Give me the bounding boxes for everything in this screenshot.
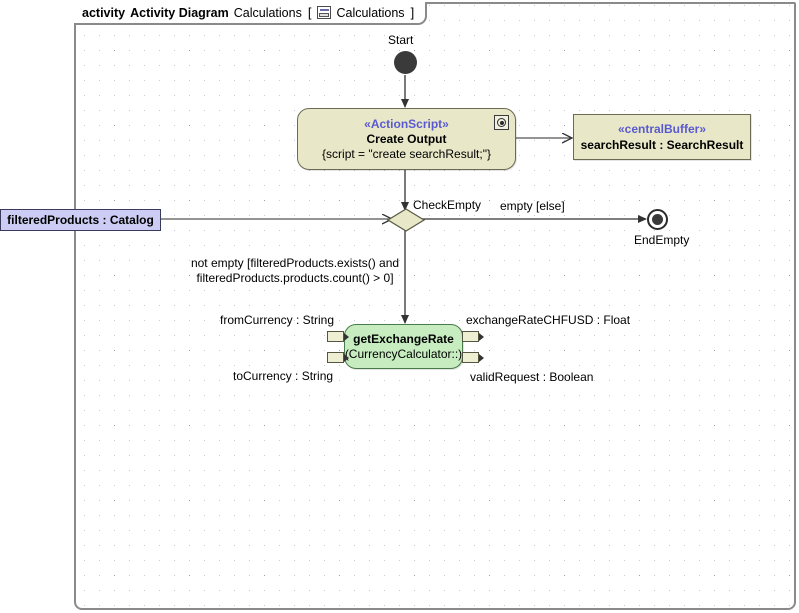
output-pin-valid-request-arrow [479,353,484,362]
decision-node-check-empty[interactable] [386,208,426,237]
input-pin-to-currency[interactable] [327,352,344,363]
start-node-label: Start [388,33,414,47]
pin-label-valid-request: validRequest : Boolean [470,370,594,384]
output-pin-valid-request[interactable] [462,352,479,363]
frame-diagram-name: Calculations [233,5,302,20]
diagram-frame [74,2,796,610]
filtered-products-name: filteredProducts : Catalog [7,213,154,227]
script-badge-icon [494,115,509,130]
start-node[interactable] [394,51,417,74]
decision-label-check-empty: CheckEmpty [413,198,482,212]
activity-final-node-end-empty[interactable] [647,209,668,230]
call-behavior-action-get-exchange-rate[interactable]: getExchangeRate (CurrencyCalculator::) [344,324,463,369]
guard-not-empty: not empty [filteredProducts.exists() and… [185,256,405,286]
model-diagram-icon [317,6,332,19]
output-pin-exchange-rate[interactable] [462,331,479,342]
frame-bracket-close: ] [410,5,415,20]
input-pin-from-currency[interactable] [327,331,344,342]
central-buffer-stereotype: «centralBuffer» [617,121,707,136]
input-pin-from-currency-arrow [344,332,349,341]
central-buffer-name: searchResult : SearchResult [580,137,744,152]
guard-empty-else: empty [else] [500,199,565,213]
frame-diagram-type: Activity Diagram [130,5,229,20]
central-buffer-node[interactable]: «centralBuffer» searchResult : SearchRes… [573,114,751,160]
create-output-stereotype: «ActionScript» [364,116,449,131]
guard-not-empty-line1: not empty [filteredProducts.exists() and [190,256,400,270]
pin-label-exchange-rate: exchangeRateCHFUSD : Float [466,313,631,327]
guard-not-empty-line2: filteredProducts.products.count() > 0] [196,271,394,285]
frame-keyword: activity [82,5,126,20]
frame-context-name: Calculations [336,5,405,20]
create-output-name: Create Output [366,131,447,146]
diagram-frame-title: activity Activity Diagram Calculations [… [74,2,428,25]
pin-label-to-currency: toCurrency : String [233,369,334,383]
input-pin-to-currency-arrow [344,353,349,362]
get-exchange-rate-name: getExchangeRate [353,331,454,346]
object-node-filtered-products[interactable]: filteredProducts : Catalog [0,209,161,231]
output-pin-exchange-rate-arrow [479,332,484,341]
end-empty-label: EndEmpty [634,233,690,247]
action-node-create-output[interactable]: «ActionScript» Create Output {script = "… [297,108,516,170]
create-output-script: {script = "create searchResult;"} [322,146,491,161]
get-exchange-rate-body: (CurrencyCalculator::) [344,346,463,361]
frame-bracket-open: [ [307,5,312,20]
pin-label-from-currency: fromCurrency : String [220,313,335,327]
